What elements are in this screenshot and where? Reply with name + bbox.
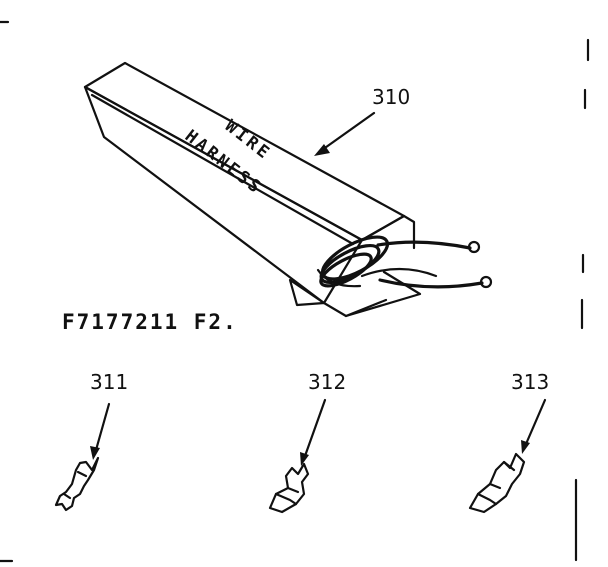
callout-310-arrow: [314, 111, 376, 156]
edge-marks: [0, 20, 590, 563]
wire-harness-box: WIRE HARNESS: [83, 61, 493, 318]
callout-313: 313: [511, 370, 549, 394]
callout-311: 311: [90, 370, 128, 394]
callout-312: 312: [308, 370, 346, 394]
terminal-313: [468, 452, 526, 514]
callout-313-arrow: [521, 398, 547, 454]
callout-311-arrow: [90, 402, 111, 460]
drawing-code: F7177211 F2.: [62, 310, 238, 334]
terminal-312: [268, 462, 310, 514]
callout-310: 310: [372, 85, 410, 109]
terminal-311: [54, 456, 100, 512]
callout-312-arrow: [300, 398, 327, 466]
